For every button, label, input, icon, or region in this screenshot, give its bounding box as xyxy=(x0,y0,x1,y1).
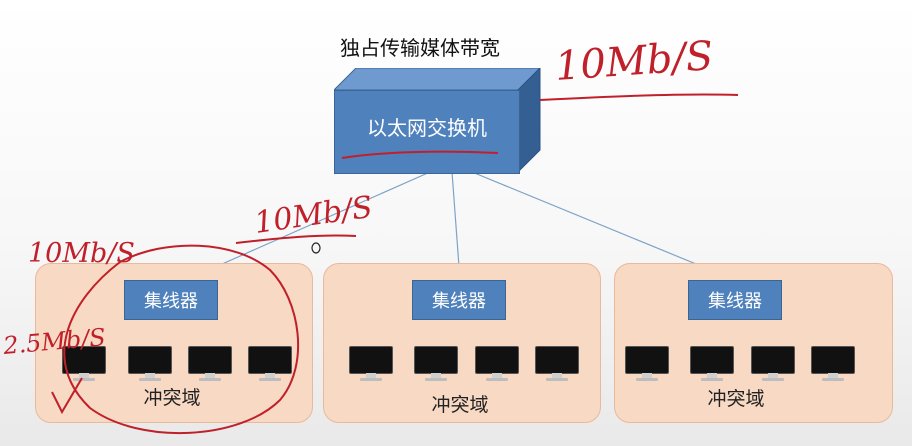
hub-1: 集线器 xyxy=(124,280,218,320)
hub-label: 集线器 xyxy=(708,291,762,312)
computer-icon xyxy=(128,346,172,384)
computer-icon xyxy=(414,346,458,384)
computer-icon xyxy=(248,346,292,384)
computer-icon xyxy=(535,346,579,384)
computer-icon xyxy=(475,346,519,384)
collision-domain-label: 冲突域 xyxy=(707,388,765,410)
hub-label: 集线器 xyxy=(432,291,486,312)
collision-domain-label: 冲突域 xyxy=(143,387,201,409)
switch-box-3d xyxy=(334,68,541,172)
link-switch-hub3 xyxy=(471,171,736,281)
ethernet-switch: 以太网交换机 xyxy=(334,68,546,174)
hub-label: 集线器 xyxy=(144,291,198,312)
switch-front-face: 以太网交换机 xyxy=(334,90,520,174)
switch-label: 以太网交换机 xyxy=(367,115,487,140)
computer-icon xyxy=(625,346,669,384)
computer-icon xyxy=(751,346,795,384)
computer-icon xyxy=(690,346,734,384)
computer-icon xyxy=(349,346,393,384)
page-title: 独占传输媒体带宽 xyxy=(340,36,500,60)
computer-icon xyxy=(811,346,855,384)
computer-icon xyxy=(62,346,106,384)
computer-icon xyxy=(188,346,232,384)
hub-2: 集线器 xyxy=(412,280,506,320)
collision-domain-label: 冲突域 xyxy=(431,394,489,416)
link-switch-hub2 xyxy=(451,171,461,281)
hub-3: 集线器 xyxy=(688,280,782,320)
